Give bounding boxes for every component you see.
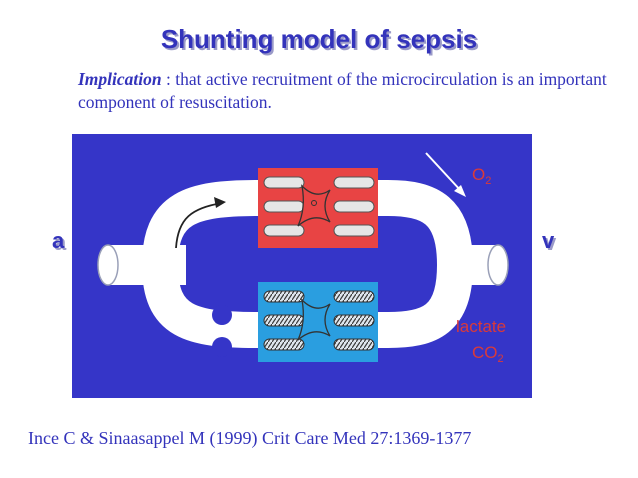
flow-arrow [175, 202, 223, 249]
hypoxic-tissue-cell [258, 282, 378, 362]
venous-label: v [542, 228, 555, 253]
implication-text: Implication : that active recruitment of… [78, 68, 618, 114]
shunt-constriction [212, 305, 232, 357]
implication-lead: Implication [78, 69, 162, 89]
oxygen-arrow [425, 152, 463, 193]
citation: Ince C & Sinaasappel M (1999) Crit Care … [28, 428, 472, 448]
oxygen-label: O2 [472, 165, 491, 187]
lactate-arrow [431, 291, 467, 331]
implication-body: : that active recruitment of the microci… [78, 69, 607, 112]
flow-arrow-head [214, 197, 226, 208]
lactate-arrow-head [458, 287, 470, 299]
lactate-label: lactate [456, 317, 506, 336]
co2-label: CO2 [472, 343, 504, 365]
arterial-label: a [52, 228, 65, 253]
slide-title: Shunting model of sepsis [160, 24, 478, 54]
oxygen-arrow-head [454, 185, 466, 197]
oxygenated-tissue-cell [258, 168, 378, 248]
